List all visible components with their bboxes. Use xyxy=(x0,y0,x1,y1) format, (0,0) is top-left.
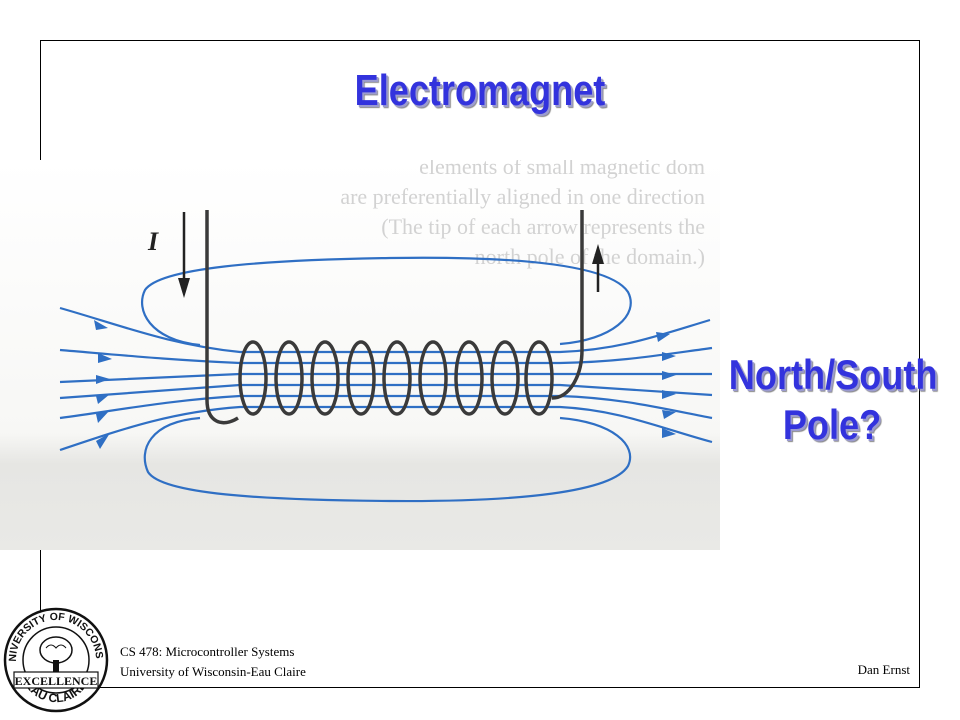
slide-title: Electromagnet xyxy=(354,66,606,115)
pole-question-line1: North/South xyxy=(728,351,938,398)
tree-icon xyxy=(39,636,73,672)
coil-lead-right xyxy=(551,210,584,400)
field-loop-top xyxy=(140,256,632,347)
frame-top-line xyxy=(40,40,920,41)
arrowhead xyxy=(96,375,110,384)
seal-middle-text: EXCELLENCE xyxy=(15,674,98,688)
coil-turn xyxy=(454,340,484,416)
coil-turn xyxy=(382,340,412,416)
field-line xyxy=(59,383,713,400)
field-line xyxy=(59,405,713,452)
coil-lead-left xyxy=(205,210,239,425)
arrowhead xyxy=(656,332,670,342)
arrowhead xyxy=(662,371,676,380)
pole-question-line2: Pole? xyxy=(782,401,882,448)
current-label: I xyxy=(147,227,159,256)
coil-turn xyxy=(524,340,554,416)
arrowhead xyxy=(96,433,110,449)
arrowhead xyxy=(662,428,676,438)
seal-banner xyxy=(13,671,99,689)
coil-winding xyxy=(205,210,584,425)
faded-text-line: (The tip of each arrow represents the xyxy=(381,214,705,239)
current-arrowhead-up xyxy=(592,244,604,264)
frame-right-line xyxy=(919,40,920,688)
faded-text-line: north pole of the domain.) xyxy=(475,244,705,269)
field-loop-bottom xyxy=(143,416,632,503)
field-arrowheads xyxy=(94,320,676,449)
coil-turn xyxy=(418,340,448,416)
author-name: Dan Ernst xyxy=(857,662,910,677)
pole-question: North/South Pole? xyxy=(728,350,938,450)
field-line xyxy=(59,372,712,384)
electromagnet-figure: elements of small magnetic dom are prefe… xyxy=(0,160,720,550)
university-name: University of Wisconsin-Eau Claire xyxy=(120,664,306,679)
footer-info: CS 478: Microcontroller Systems Universi… xyxy=(120,642,306,682)
arrowhead xyxy=(96,394,110,404)
faded-text-line: are preferentially aligned in one direct… xyxy=(340,184,705,209)
faded-text-block: elements of small magnetic dom are prefe… xyxy=(340,160,705,269)
arrowhead xyxy=(96,410,110,423)
arrowhead xyxy=(94,320,108,330)
coil-turn xyxy=(310,340,340,416)
frame-bottom-line xyxy=(40,687,920,688)
coil-turn xyxy=(346,340,376,416)
coil-turn xyxy=(490,340,520,416)
arrowhead xyxy=(98,353,112,363)
coil-turn xyxy=(238,340,268,416)
coil-turn xyxy=(274,340,304,416)
arrowhead xyxy=(662,390,676,399)
faded-text-line: elements of small magnetic dom xyxy=(419,160,705,179)
arrowhead xyxy=(662,410,676,419)
current-arrowhead-down xyxy=(178,278,190,298)
current-arrows xyxy=(178,212,604,298)
arrowhead xyxy=(662,352,676,361)
course-name: CS 478: Microcontroller Systems xyxy=(120,644,295,659)
